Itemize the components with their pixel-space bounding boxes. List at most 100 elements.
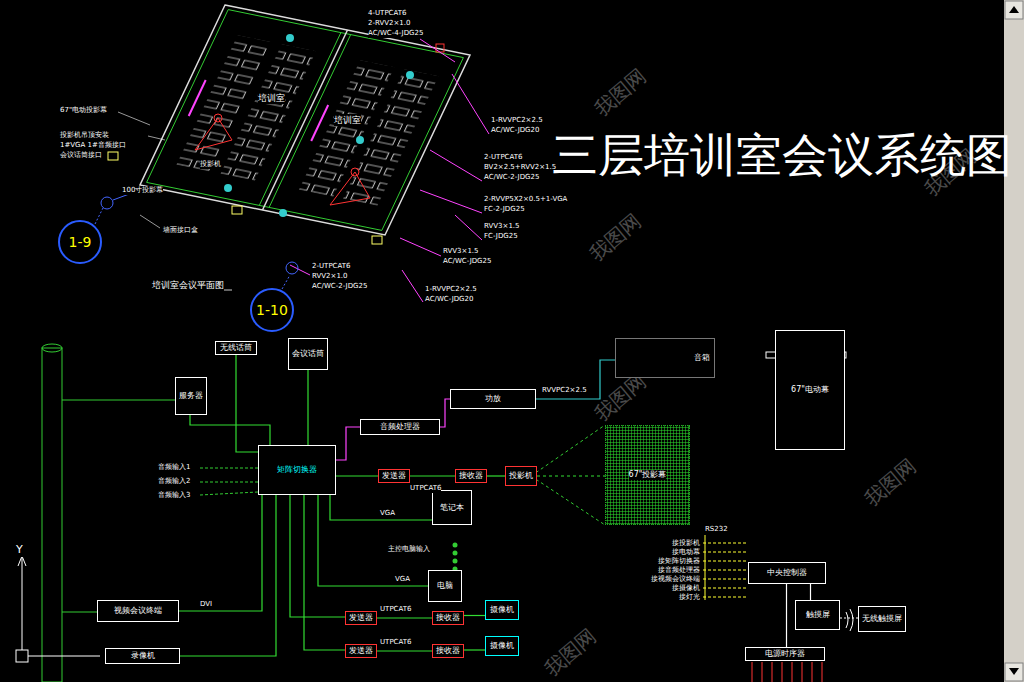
diagram-title: 三层培训室会议系统图 bbox=[552, 126, 1012, 184]
cable-spec: FC-2-JDG25 bbox=[484, 205, 525, 214]
node-label: 矩阵切换器 bbox=[277, 465, 317, 475]
node-label: 笔记本 bbox=[440, 503, 464, 513]
signal-cable bbox=[236, 355, 258, 452]
audio-processor: 音频处理器 bbox=[360, 419, 440, 435]
signal-name: RS232 bbox=[705, 525, 728, 534]
node-label: 会议话筒 bbox=[292, 349, 324, 359]
scrollbar bbox=[1004, 0, 1024, 682]
cable-spec: AC/WC-JDG20 bbox=[425, 295, 473, 304]
wireless-mic-receiver: 无线话筒 bbox=[215, 341, 257, 355]
desktop-pc: 电脑 bbox=[428, 570, 462, 602]
wireless-touch-panel: 无线触摸屏 bbox=[858, 606, 906, 632]
plan-note: 墙面接口盒 bbox=[163, 226, 198, 235]
node-label: 1-10 bbox=[256, 302, 288, 319]
signal-cable bbox=[464, 649, 485, 650]
node-label: 音频处理器 bbox=[380, 422, 420, 432]
control-port: 接矩阵切换器 bbox=[640, 557, 700, 566]
signal-cable bbox=[536, 360, 615, 399]
node-label: 发送器 bbox=[349, 646, 373, 656]
cable-label: VGA bbox=[395, 575, 410, 584]
laptop: 笔记本 bbox=[432, 490, 472, 525]
node-label: 67"投影幕 bbox=[629, 470, 667, 480]
projection-screen: 67"投影幕 bbox=[605, 425, 690, 525]
node-label: 无线话筒 bbox=[220, 343, 252, 353]
plan-note: 1#VGA 1#音频接口 bbox=[60, 141, 126, 150]
signal-cable bbox=[464, 615, 485, 616]
node-label: 中央控制器 bbox=[767, 568, 807, 578]
power-amplifier: 功放 bbox=[450, 389, 536, 409]
node-label: 功放 bbox=[485, 394, 501, 404]
cable-spec: AC/WC-JDG25 bbox=[443, 257, 491, 266]
video-conference-terminal: 视频会议终端 bbox=[97, 600, 179, 622]
cable-spec: RVV3×1.5 bbox=[443, 247, 479, 256]
server: 服务器 bbox=[175, 377, 207, 415]
cable-spec: 2-RVV2×1.0 bbox=[368, 19, 411, 28]
camera: 摄像机 bbox=[485, 636, 519, 656]
control-port: 接摄像机 bbox=[640, 584, 700, 593]
cable-spec: AC/WC-2-JDG25 bbox=[312, 282, 367, 291]
cable-label: UTPCAT6 bbox=[410, 484, 441, 493]
node-label: 67"电动幕 bbox=[791, 385, 829, 395]
central-controller: 中央控制器 bbox=[748, 562, 826, 584]
power-sequencer: 电源时序器 bbox=[745, 647, 825, 661]
signal-cable bbox=[786, 584, 787, 647]
node-label: 投影机 bbox=[509, 471, 533, 481]
receiver: 接收器 bbox=[432, 611, 464, 625]
plan-title: 培训室会议平面图 bbox=[152, 279, 224, 291]
signal-cable bbox=[336, 475, 378, 476]
control-port: 接视频会议终端 bbox=[640, 575, 700, 584]
watermark: 我图网 bbox=[539, 624, 600, 681]
node-label: 接收器 bbox=[436, 646, 460, 656]
cable-spec: FC-JDG25 bbox=[484, 232, 518, 241]
plan-note: 67"电动投影幕 bbox=[60, 106, 107, 115]
signal-cable bbox=[440, 399, 450, 427]
watermark: 我图网 bbox=[589, 64, 650, 121]
axis-name: Y bbox=[16, 543, 23, 557]
camera: 摄像机 bbox=[485, 600, 519, 620]
projector: 投影机 bbox=[505, 466, 537, 486]
node-label: 摄像机 bbox=[490, 641, 514, 651]
node-label: 触摸屏 bbox=[806, 610, 830, 620]
node-label: 服务器 bbox=[179, 391, 203, 401]
signal-cable bbox=[318, 495, 428, 586]
node-label: 接收器 bbox=[436, 613, 460, 623]
signal-cable bbox=[336, 427, 360, 460]
cable-label: VGA bbox=[380, 509, 395, 518]
node-label: 摄像机 bbox=[490, 605, 514, 615]
signal-cable bbox=[377, 617, 432, 618]
control-port: 接灯光 bbox=[640, 593, 700, 602]
control-port: 接音频处理器 bbox=[640, 566, 700, 575]
plan-note: 会议话筒接口 bbox=[60, 151, 102, 160]
signal-cable bbox=[840, 617, 858, 618]
cable-spec: 2-UTPCAT6 bbox=[312, 262, 350, 271]
callout-circle: 1-10 bbox=[250, 288, 294, 332]
node-label: 视频会议终端 bbox=[114, 606, 162, 616]
signal-cable bbox=[537, 475, 605, 476]
cable-label: RVVPC2×2.5 bbox=[542, 386, 587, 395]
cable-spec: AC/WC-4-JDG25 bbox=[368, 29, 423, 38]
cable-spec: 4-UTPCAT6 bbox=[368, 9, 406, 18]
cable-label: DVI bbox=[200, 600, 212, 609]
node-label: 发送器 bbox=[382, 471, 406, 481]
watermark: 我图网 bbox=[859, 454, 920, 511]
node-label: 无线触摸屏 bbox=[862, 614, 902, 624]
node-label: 1-9 bbox=[69, 234, 92, 251]
receiver: 接收器 bbox=[432, 644, 464, 658]
input-label: 音频输入2 bbox=[158, 477, 190, 486]
transmitter: 发送器 bbox=[345, 644, 377, 658]
room-name: 培训室 bbox=[258, 92, 285, 104]
transmitter: 发送器 bbox=[345, 611, 377, 625]
input-label: 音频输入3 bbox=[158, 491, 190, 500]
signal-cable bbox=[410, 475, 455, 476]
callout-circle: 1-9 bbox=[58, 220, 102, 264]
control-port: 接电动幕 bbox=[640, 548, 700, 557]
node-label: 发送器 bbox=[349, 613, 373, 623]
signal-cable bbox=[304, 495, 345, 650]
signal-cable bbox=[180, 495, 276, 656]
signal-cable bbox=[179, 495, 262, 611]
cable-spec: RVV2×1.0 bbox=[312, 272, 348, 281]
cable-spec: 2-UTPCAT6 bbox=[484, 153, 522, 162]
